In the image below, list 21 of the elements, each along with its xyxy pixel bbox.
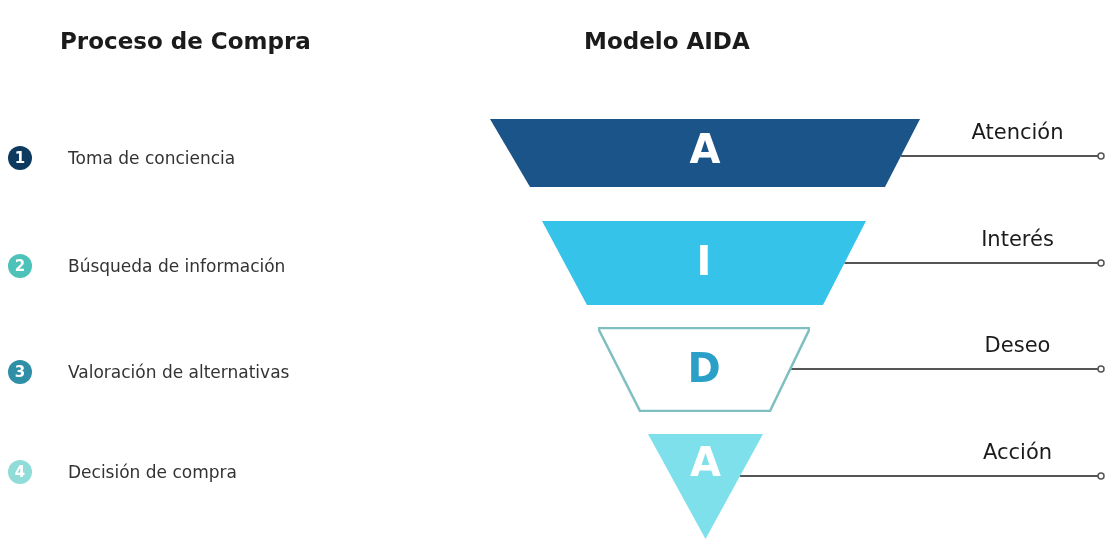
step-text: Toma de conciencia [68,148,236,168]
leader-line [900,152,1105,160]
number-badge: 3 [8,360,32,384]
step-text: Decisión de compra [68,462,237,482]
heading: Modelo AIDA [584,28,750,54]
stage-label: Acción [930,440,1105,474]
number-badge: 1 [8,146,32,170]
step-text: Búsqueda de información [68,256,286,276]
funnel-segment: D [598,327,810,412]
heading: Proceso de Compra [60,28,311,54]
funnel-segment: I [542,220,866,306]
leader-line [843,259,1105,267]
step-text: Valoración de alternativas [68,362,290,382]
stage-label: Deseo [930,333,1105,367]
leader-line [738,472,1105,480]
stage-label: Interés [930,227,1105,261]
funnel-segment: A [648,433,763,540]
funnel-segment: A [490,118,920,188]
number-badge: 2 [8,254,32,278]
number-badge: 4 [8,460,32,484]
stage-label: Atención [930,120,1105,154]
